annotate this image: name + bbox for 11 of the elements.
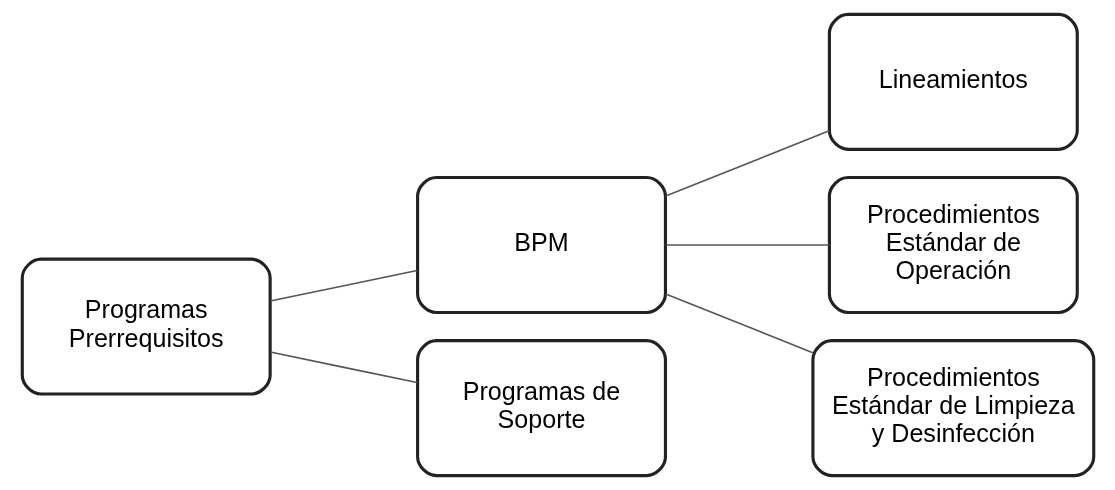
node-box: Procedimientos Estándar de Operación [827,175,1079,315]
connector [664,293,814,354]
connector [268,269,418,302]
connector [664,244,830,246]
node-box: Procedimientos Estándar de Limpieza y Desinfección [810,339,1095,478]
node-box: Programas Prerrequisitos [20,257,272,396]
connector [664,129,830,197]
connector [268,351,418,384]
node-box: Lineamientos [827,12,1079,151]
node-box: Programas de Soporte [415,339,667,478]
node-box: BPM [415,175,667,315]
